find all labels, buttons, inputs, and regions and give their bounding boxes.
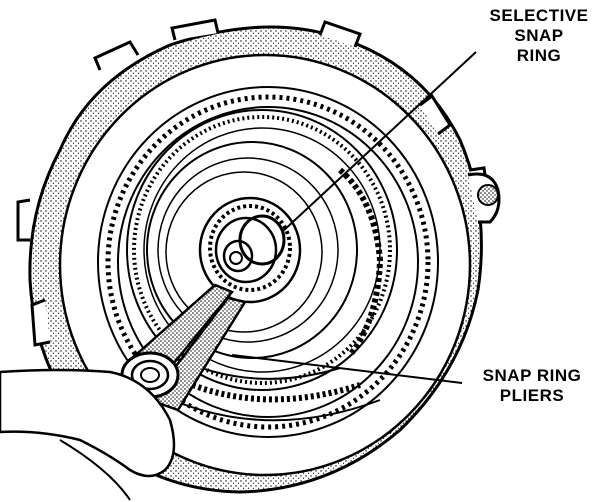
label-line: SNAP [514,26,564,45]
hub-splines [338,167,384,357]
selective-snap-ring [238,214,286,266]
selective-snap-ring-label: SELECTIVE SNAP RING [474,6,604,66]
label-line: PLIERS [499,386,565,405]
label-line: RING [516,46,562,65]
clutch-plate-ring [97,86,439,438]
hand [0,368,176,478]
label-line: SELECTIVE [489,6,589,25]
selective-snap-ring-leader [281,51,477,233]
snap-ring-pliers-label: SNAP RING PLIERS [462,366,602,406]
hand-finger-line [59,439,131,501]
center-hub [198,196,302,304]
snap-ring-pliers-leader [231,354,463,384]
label-line: SNAP RING [482,366,582,385]
